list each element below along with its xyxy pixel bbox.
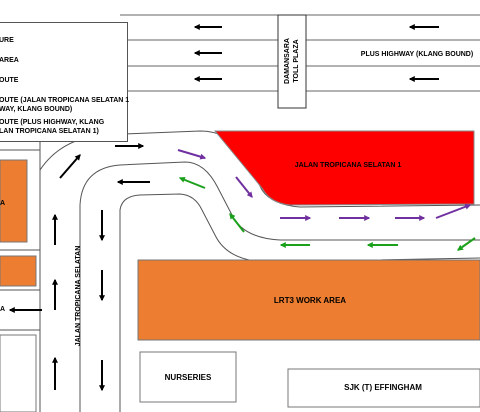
plus-highway-label: PLUS HIGHWAY (KLANG BOUND)	[361, 51, 473, 58]
diversion-route-arrow-icon	[435, 203, 472, 219]
left-fragment-label-b: A	[0, 306, 5, 313]
nurseries-block	[139, 351, 237, 403]
left-work-area-top	[0, 159, 28, 243]
school-block	[287, 368, 480, 408]
main-road-black-arrows	[99, 143, 150, 392]
legend-item-work-area: AREA	[0, 57, 19, 64]
jalan-tropicana-selatan-label: JALAN TROPICANA SELATAN	[75, 246, 82, 347]
road-closure-area	[213, 130, 475, 206]
toll-plaza-label-line2: TOLL PLAZA	[293, 39, 300, 82]
left-fragment-label-a: A	[0, 200, 5, 207]
nurseries-label: NURSERIES	[165, 373, 212, 382]
left-road-arrows	[8, 154, 81, 390]
map-legend: URE AREA OUTE OUTE (JALAN TROPICANA SELA…	[0, 22, 130, 142]
traffic-direction-arrow-icon	[59, 154, 81, 179]
diversion-route-arrow-icon	[235, 176, 253, 198]
lrt3-work-area-label: LRT3 WORK AREA	[274, 296, 346, 305]
return-route-arrow-icon	[229, 213, 245, 233]
diversion-route-arrows	[177, 149, 472, 221]
return-route-arrows	[178, 176, 476, 251]
toll-plaza-booth	[277, 14, 307, 109]
return-route-arrow-icon	[457, 237, 476, 251]
return-route-arrow-icon	[178, 176, 206, 189]
left-work-area-middle	[0, 255, 37, 287]
left-lower-block	[0, 334, 37, 412]
school-label: SJK (T) EFFINGHAM	[344, 383, 422, 392]
legend-item-route: OUTE	[0, 77, 19, 84]
highway-arrows	[193, 24, 439, 82]
toll-plaza-label-line1: DAMANSARA	[284, 38, 291, 84]
left-road-edges	[0, 140, 41, 412]
diversion-route-arrow-icon	[177, 149, 207, 160]
lrt3-work-area	[137, 259, 480, 341]
jalan-tropicana-area-label: JALAN TROPICANA SELATAN 1	[295, 162, 402, 169]
legend-item-closure: URE	[0, 37, 14, 44]
